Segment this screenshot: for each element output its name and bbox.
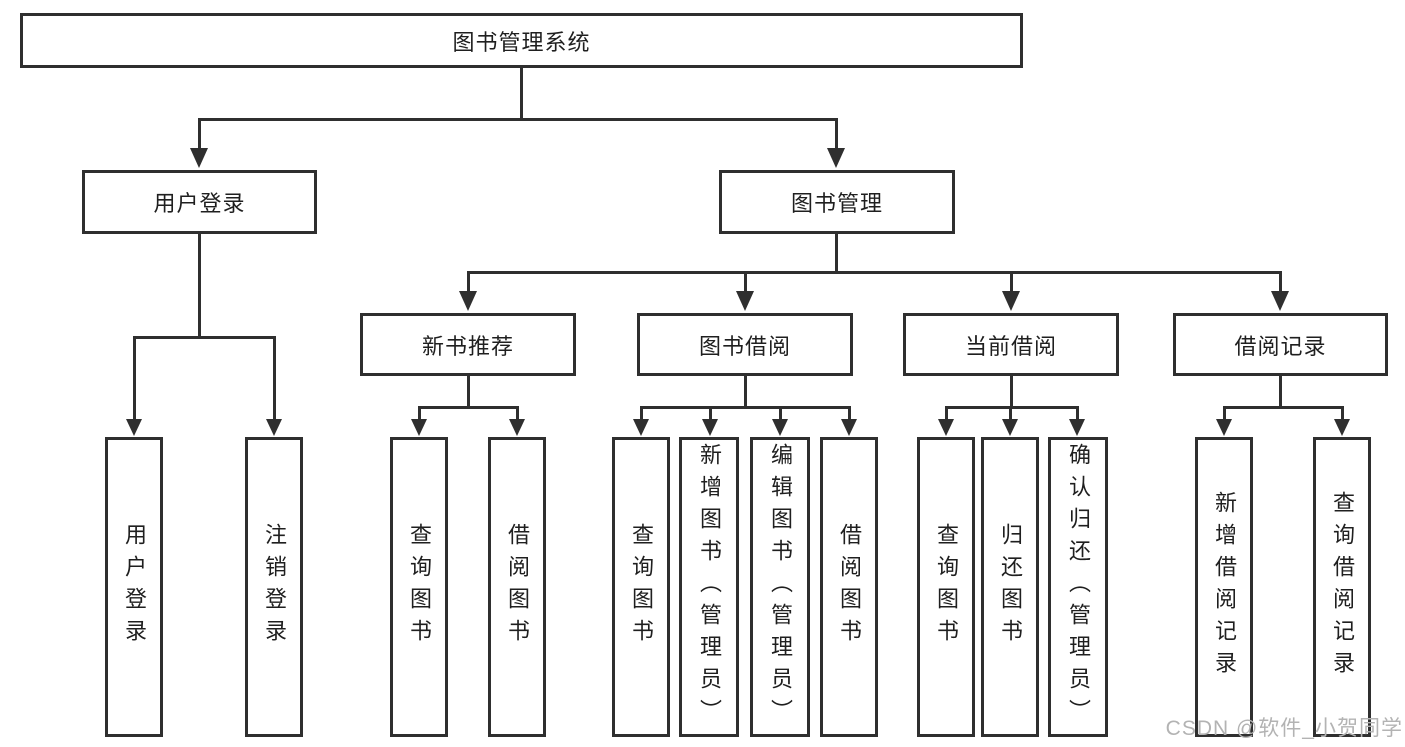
- arrow-down-icon: [126, 419, 142, 436]
- node-label: 归还图书: [998, 523, 1023, 651]
- arrow-down-icon: [1334, 419, 1350, 436]
- node-borrowing-records: 借阅记录: [1173, 313, 1388, 376]
- arrow-down-icon: [1069, 419, 1085, 436]
- connector-leaf: [640, 406, 643, 421]
- connector-to-logout-leaf: [273, 336, 276, 420]
- leaf-query-books: 查询图书: [612, 437, 670, 737]
- connector-leaf: [1009, 406, 1012, 421]
- connector-to-borrowing: [744, 271, 747, 293]
- leaf-confirm-return-admin: 确认归还（管理员）: [1048, 437, 1108, 737]
- arrow-down-icon: [266, 419, 282, 436]
- node-label: 查询图书: [934, 523, 959, 651]
- leaf-query-borrow-record: 查询借阅记录: [1313, 437, 1371, 737]
- connector-leaf: [848, 406, 851, 421]
- connector-borrowing-stem: [744, 376, 747, 407]
- connector-leaf: [709, 406, 712, 421]
- connector-new-books-branch: [418, 406, 518, 409]
- connector-to-records: [1279, 271, 1282, 293]
- arrow-down-icon: [772, 419, 788, 436]
- leaf-add-books-admin: 新增图书（管理员）: [679, 437, 739, 737]
- arrow-down-icon: [827, 148, 845, 168]
- arrow-down-icon: [411, 419, 427, 436]
- leaf-borrow-books: 借阅图书: [820, 437, 878, 737]
- leaf-user-login: 用户登录: [105, 437, 163, 737]
- arrow-down-icon: [633, 419, 649, 436]
- node-library-management-system: 图书管理系统: [20, 13, 1023, 68]
- node-current-borrowing: 当前借阅: [903, 313, 1119, 376]
- connector-leaf: [1223, 406, 1226, 421]
- node-label: 新增借阅记录: [1212, 491, 1237, 683]
- connector-leaf: [779, 406, 782, 421]
- node-label: 新增图书（管理员）: [697, 443, 722, 731]
- leaf-borrow-books: 借阅图书: [488, 437, 546, 737]
- connector-to-login-leaf: [133, 336, 136, 420]
- connector-root-stem: [520, 67, 523, 119]
- node-label: 当前借阅: [964, 333, 1057, 359]
- node-label: 图书借阅: [698, 333, 791, 359]
- node-label: 查询借阅记录: [1330, 491, 1355, 683]
- arrow-down-icon: [1271, 291, 1289, 311]
- arrow-down-icon: [1002, 419, 1018, 436]
- connector-current-branch: [945, 406, 1079, 409]
- connector-to-new-books: [467, 271, 470, 293]
- connector-to-book-mgmt: [835, 118, 838, 150]
- connector-current-stem: [1010, 376, 1013, 407]
- connector-records-stem: [1279, 376, 1282, 407]
- connector-leaf: [945, 406, 948, 421]
- leaf-query-books: 查询图书: [390, 437, 448, 737]
- arrow-down-icon: [736, 291, 754, 311]
- node-label: 用户登录: [122, 523, 147, 651]
- node-user-login: 用户登录: [82, 170, 317, 234]
- connector-to-current: [1010, 271, 1013, 293]
- node-label: 借阅图书: [837, 523, 862, 651]
- connector-leaf: [1076, 406, 1079, 421]
- arrow-down-icon: [459, 291, 477, 311]
- connector-to-user-login: [198, 118, 201, 150]
- node-book-borrowing: 图书借阅: [637, 313, 853, 376]
- node-label: 图书管理系统: [452, 29, 591, 55]
- connector-book-mgmt-branch: [467, 271, 1282, 274]
- arrow-down-icon: [1216, 419, 1232, 436]
- arrow-down-icon: [841, 419, 857, 436]
- connector-book-mgmt-stem: [835, 234, 838, 273]
- connector-records-branch: [1223, 406, 1343, 409]
- arrow-down-icon: [702, 419, 718, 436]
- node-book-management: 图书管理: [719, 170, 955, 234]
- node-label: 借阅图书: [505, 523, 530, 651]
- node-label: 查询图书: [629, 523, 654, 651]
- leaf-edit-books-admin: 编辑图书（管理员）: [750, 437, 810, 737]
- leaf-logout: 注销登录: [245, 437, 303, 737]
- node-label: 新书推荐: [421, 333, 514, 359]
- leaf-query-books: 查询图书: [917, 437, 975, 737]
- arrow-down-icon: [509, 419, 525, 436]
- node-label: 用户登录: [153, 191, 246, 216]
- connector-borrowing-branch: [640, 406, 850, 409]
- node-label: 编辑图书（管理员）: [768, 443, 793, 731]
- connector-leaf: [516, 406, 519, 421]
- leaf-add-borrow-record: 新增借阅记录: [1195, 437, 1253, 737]
- connector-new-books-stem: [467, 376, 470, 407]
- node-label: 查询图书: [407, 523, 432, 651]
- node-label: 注销登录: [262, 523, 287, 651]
- arrow-down-icon: [1002, 291, 1020, 311]
- leaf-return-books: 归还图书: [981, 437, 1039, 737]
- node-label: 确认归还（管理员）: [1066, 443, 1091, 731]
- connector-leaf: [1341, 406, 1344, 421]
- connector-root-branch: [199, 118, 838, 121]
- connector-user-login-stem: [198, 234, 201, 338]
- node-new-book-recommendation: 新书推荐: [360, 313, 576, 376]
- connector-user-login-branch: [133, 336, 275, 339]
- arrow-down-icon: [938, 419, 954, 436]
- node-label: 图书管理: [790, 191, 883, 216]
- node-label: 借阅记录: [1234, 333, 1327, 359]
- arrow-down-icon: [190, 148, 208, 168]
- csdn-watermark: CSDN @软件_小贺同学: [1165, 717, 1403, 740]
- connector-leaf: [418, 406, 421, 421]
